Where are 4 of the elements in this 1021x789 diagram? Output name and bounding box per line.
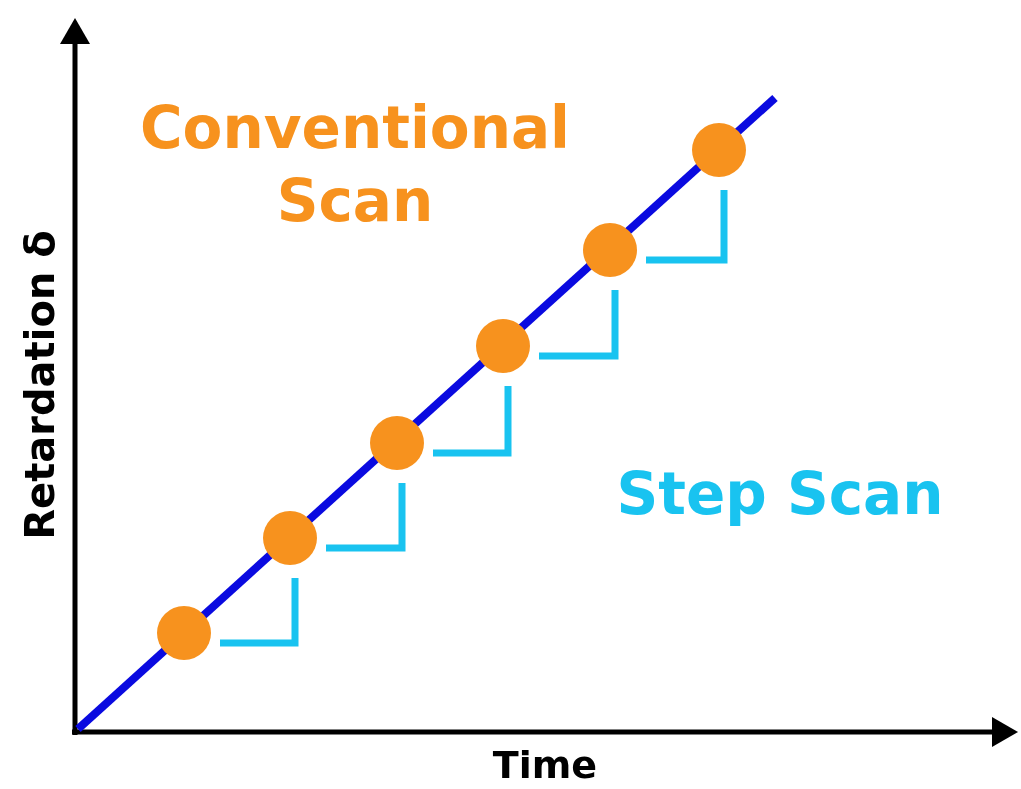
step-scan-label: Step Scan <box>615 459 945 530</box>
y-axis-label: Retardation δ <box>16 229 64 542</box>
conventional-scan-label: Conventional Scan <box>139 93 571 237</box>
x-axis-label: Time <box>491 742 599 789</box>
